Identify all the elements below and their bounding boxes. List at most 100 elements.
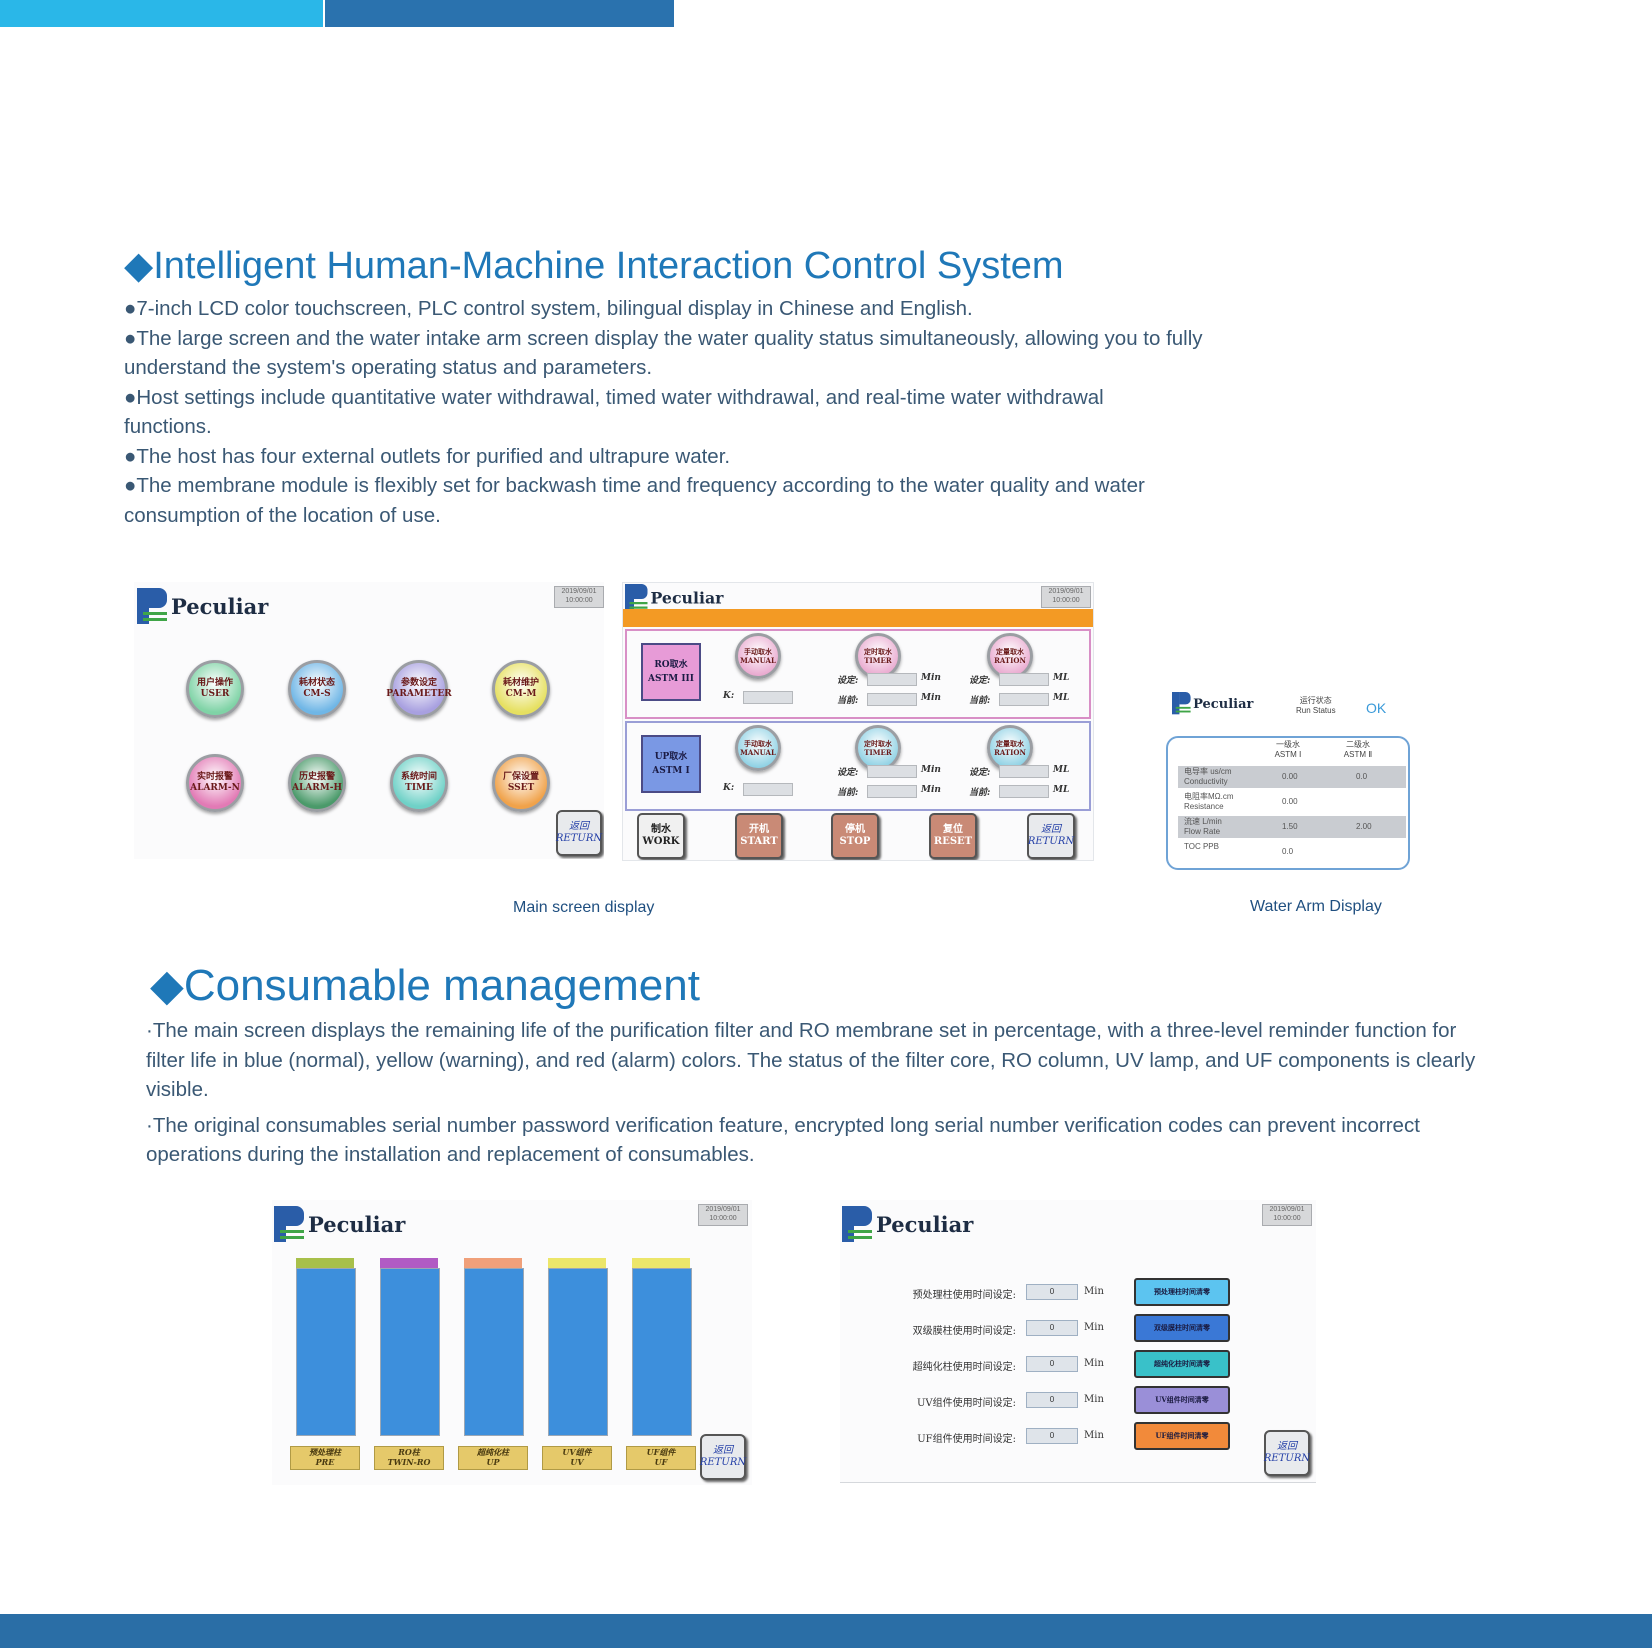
consumables-description: ·The main screen displays the remaining … (146, 1016, 1486, 1170)
return-label-en: RETURN (699, 1457, 747, 1468)
ro-tag-cn: RO取水 (654, 660, 688, 670)
consumable-time-input[interactable]: 0 (1026, 1428, 1078, 1444)
brand-name: Peculiar (650, 588, 724, 607)
current-value-field (999, 693, 1049, 706)
menu-button-label-en: ALARM-H (292, 783, 342, 793)
mode-label-cn: 定量取水 (996, 647, 1024, 656)
set-label: 设定: (969, 768, 991, 778)
consumable-label-en: UV (570, 1457, 584, 1467)
mode-label-en: RATION (994, 656, 1026, 665)
return-label-cn: 返回 (1277, 1441, 1297, 1452)
top-accent-bar-dark (325, 0, 674, 27)
consumable-label-cn: 超纯化柱 (477, 1447, 509, 1457)
consumable-time-label: UV组件使用时间设定: (916, 1398, 1016, 1409)
set-unit-label: ML (1053, 765, 1070, 775)
hmi-bullet-3: ●Host settings include quantitative wate… (124, 385, 1104, 439)
consumable-level-cap (380, 1258, 438, 1268)
set-value-field[interactable] (867, 765, 917, 778)
brand-logo: Peculiar (274, 1206, 405, 1242)
top-accent-bar-light (0, 0, 323, 27)
consumable-time-reset-button[interactable]: 超纯化柱时间清零 (1134, 1350, 1230, 1378)
mode-label-en: MANUAL (740, 748, 776, 757)
consumable-time-input[interactable]: 0 (1026, 1392, 1078, 1408)
consumable-time-reset-button[interactable]: UF组件时间清零 (1134, 1422, 1230, 1450)
consumable-time-input[interactable]: 0 (1026, 1356, 1078, 1372)
menu-button-label-cn: 历史报警 (298, 772, 335, 782)
caption-main-screen: Main screen display (513, 899, 655, 916)
return-label-cn: 返回 (713, 1445, 733, 1456)
current-label: 当前: (837, 696, 859, 706)
menu-button-label-en: CM-S (303, 689, 331, 699)
consumable-time-reset-button[interactable]: 双级膜柱时间清零 (1134, 1314, 1230, 1342)
consumable-time-reset-button[interactable]: UV组件时间清零 (1134, 1386, 1230, 1414)
consumable-time-reset-button[interactable]: 预处理柱时间清零 (1134, 1278, 1230, 1306)
menu-button-label-en: PARAMETER (386, 689, 452, 699)
brand-name: Peculiar (308, 1211, 406, 1237)
brand-logo: Peculiar (842, 1206, 973, 1242)
set-label: 设定: (837, 676, 859, 686)
consumable-time-label: 超纯化柱使用时间设定: (912, 1362, 1016, 1373)
up-tag-en: ASTM I (652, 766, 690, 776)
set-value-field[interactable] (999, 765, 1049, 778)
col1-en: ASTM Ⅰ (1274, 750, 1302, 759)
hmi-bullet-4: ●The host has four external outlets for … (124, 444, 731, 468)
set-value-field[interactable] (867, 673, 917, 686)
consumable-time-unit: Min (1084, 1286, 1104, 1297)
consumable-life-bar (380, 1268, 440, 1436)
peculiar-logo-mark-icon (274, 1206, 304, 1242)
return-button[interactable]: 返回 RETURN (556, 810, 602, 856)
k-value-field[interactable] (743, 783, 793, 796)
up-water-tag: UP取水 ASTM I (641, 735, 701, 793)
current-unit-label: Min (921, 785, 941, 795)
control-label-en: RESET (933, 836, 973, 847)
control-label-en: WORK (642, 836, 680, 847)
menu-button-label-cn: 耗材维护 (502, 678, 539, 688)
brand-logo: Peculiar (1172, 692, 1253, 715)
k-label: K: (723, 783, 735, 793)
row-label-cn: 电导率 us/cm (1184, 767, 1232, 776)
row-value-astm1: 0.00 (1282, 772, 1298, 781)
menu-button-label-en: CM-M (505, 689, 537, 699)
return-button[interactable]: 返回 RETURN (700, 1434, 746, 1480)
mode-label-cn: 手动取水 (744, 647, 772, 656)
orange-header-bar (623, 609, 1093, 627)
consumable-time-input[interactable]: 0 (1026, 1320, 1078, 1336)
consumable-label-en: PRE (315, 1457, 335, 1467)
row-value-astm1: 0.00 (1282, 797, 1298, 806)
set-value-field[interactable] (999, 673, 1049, 686)
consumable-time-label: 预处理柱使用时间设定: (912, 1290, 1016, 1301)
consumable-level-cap (548, 1258, 606, 1268)
row-label-en: Flow Rate (1184, 827, 1221, 836)
return-button[interactable]: 返回 RETURN (1264, 1430, 1310, 1476)
k-value-field[interactable] (743, 691, 793, 704)
control-label-cn: 开机 (749, 824, 769, 835)
mode-label-en: MANUAL (740, 656, 776, 665)
consumable-time-input[interactable]: 0 (1026, 1284, 1078, 1300)
